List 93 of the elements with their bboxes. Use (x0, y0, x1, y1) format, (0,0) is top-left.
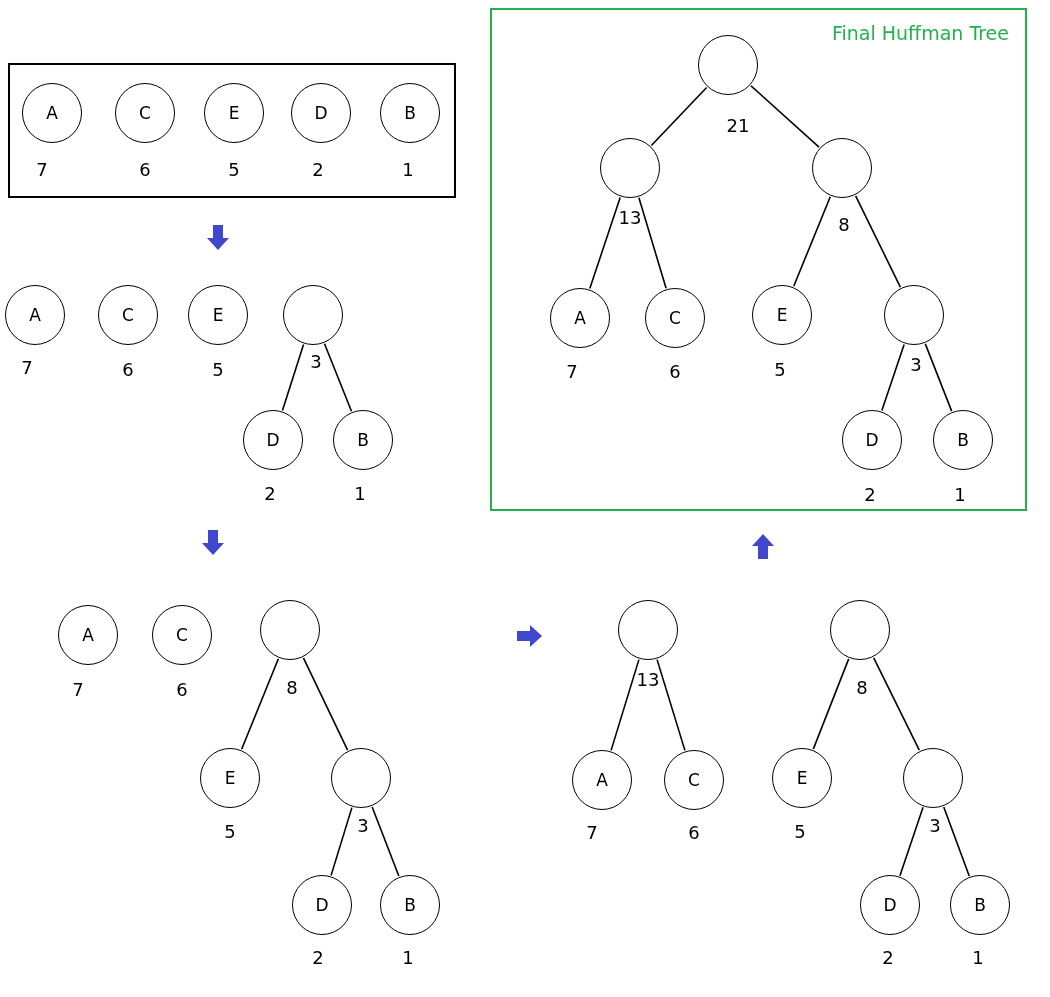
weight-label: 5 (794, 821, 806, 843)
weight-label: 7 (586, 822, 598, 844)
tree-branch (330, 806, 353, 877)
empty-circle (283, 285, 343, 345)
weight-label: 6 (139, 159, 151, 181)
weight-label: 6 (122, 359, 134, 381)
tree-branch (924, 343, 953, 412)
empty-circle (600, 138, 660, 198)
weight-label: 6 (176, 679, 188, 701)
empty-circle (260, 600, 320, 660)
symbol-circle: A (5, 285, 65, 345)
tree-branch (371, 806, 400, 877)
tree-branch (942, 806, 971, 877)
symbol-circle: A (550, 288, 610, 348)
tree-branch (792, 195, 832, 288)
weight-label: 1 (402, 159, 414, 181)
weight-label: 6 (688, 822, 700, 844)
weight-label: 7 (566, 361, 578, 383)
tree-branch (589, 196, 621, 290)
weight-label: 8 (838, 214, 850, 236)
symbol-circle: C (645, 288, 705, 348)
symbol-circle: D (842, 410, 902, 470)
tree-branch (812, 658, 850, 750)
weight-label: 8 (856, 677, 868, 699)
weight-label: 3 (910, 354, 922, 376)
weight-label: 13 (636, 669, 660, 691)
weight-label: 3 (310, 351, 322, 373)
symbol-circle: E (200, 748, 260, 808)
weight-label: 3 (929, 815, 941, 837)
weight-label: 8 (286, 677, 298, 699)
symbol-circle: E (752, 285, 812, 345)
tree-branch (650, 86, 708, 147)
tree-branch (750, 85, 820, 148)
symbol-circle: C (115, 83, 175, 143)
weight-label: 1 (954, 484, 966, 506)
symbol-circle: B (380, 83, 440, 143)
weight-label: 5 (228, 159, 240, 181)
tree-branch (854, 195, 902, 288)
symbol-circle: C (664, 750, 724, 810)
symbol-circle: B (380, 875, 440, 935)
tree-branch (240, 657, 280, 751)
weight-label: 7 (72, 679, 84, 701)
tree-branch (656, 658, 686, 752)
weight-label: 7 (21, 357, 33, 379)
tree-branch (323, 342, 353, 413)
weight-label: 1 (402, 947, 414, 969)
symbol-circle: E (188, 285, 248, 345)
tree-branch (638, 196, 667, 290)
symbol-circle: D (292, 875, 352, 935)
weight-label: 6 (669, 361, 681, 383)
symbol-circle: A (58, 605, 118, 665)
empty-circle (618, 600, 678, 660)
weight-label: 21 (726, 115, 750, 137)
symbol-circle: B (333, 410, 393, 470)
symbol-circle: D (243, 410, 303, 470)
empty-circle (830, 600, 890, 660)
weight-label: 3 (357, 815, 369, 837)
symbol-circle: D (291, 83, 351, 143)
tree-branch (872, 657, 921, 751)
tree-branch (899, 806, 924, 877)
weight-label: 2 (312, 159, 324, 181)
weight-label: 1 (972, 947, 984, 969)
tree-branch (610, 658, 640, 752)
tree-branch (281, 343, 305, 412)
weight-label: 2 (882, 947, 894, 969)
weight-label: 5 (774, 359, 786, 381)
empty-circle (331, 748, 391, 808)
symbol-circle: A (572, 750, 632, 810)
symbol-circle: A (22, 83, 82, 143)
symbol-circle: B (950, 875, 1010, 935)
weight-label: 1 (354, 483, 366, 505)
panel-box (8, 63, 456, 198)
weight-label: 2 (312, 947, 324, 969)
weight-label: 13 (618, 207, 642, 229)
symbol-circle: C (152, 605, 212, 665)
symbol-circle: C (98, 285, 158, 345)
weight-label: 5 (224, 821, 236, 843)
empty-circle (698, 35, 758, 95)
symbol-circle: E (772, 748, 832, 808)
empty-circle (884, 285, 944, 345)
empty-circle (903, 748, 963, 808)
symbol-circle: E (204, 83, 264, 143)
panel-frame (490, 8, 1027, 511)
symbol-circle: D (860, 875, 920, 935)
weight-label: 2 (864, 484, 876, 506)
tree-branch (881, 343, 905, 412)
weight-label: 7 (36, 159, 48, 181)
weight-label: 2 (264, 483, 276, 505)
panel-title: Final Huffman Tree (831, 22, 1009, 44)
symbol-circle: B (933, 410, 993, 470)
weight-label: 5 (212, 359, 224, 381)
tree-branch (302, 657, 349, 751)
empty-circle (812, 138, 872, 198)
